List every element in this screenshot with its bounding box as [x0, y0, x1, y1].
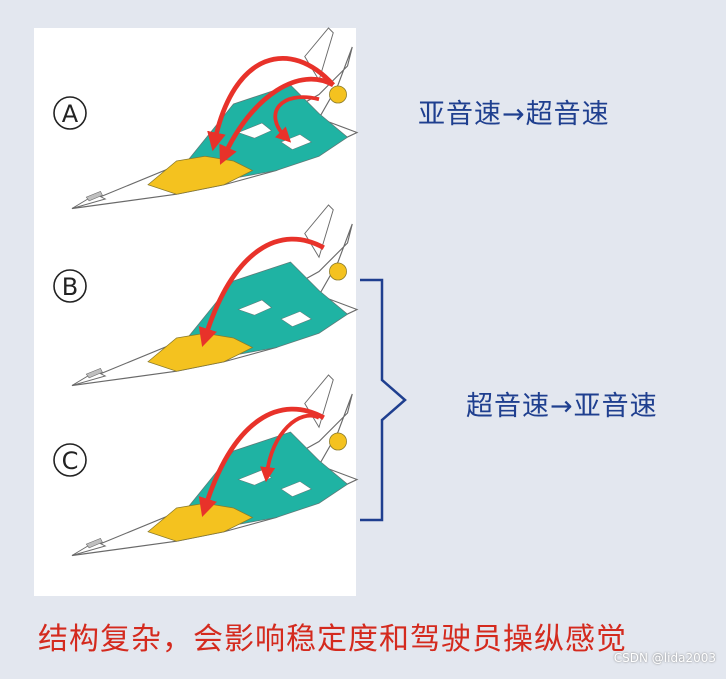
label-b-text: B — [62, 273, 78, 301]
transition-label-top: 亚音速→超音速 — [418, 99, 610, 130]
aircraft-c — [71, 374, 358, 557]
aircraft-a — [71, 27, 358, 210]
label-c: C — [53, 443, 87, 477]
label-a-text: A — [62, 100, 79, 128]
caption: 结构复杂，会影响稳定度和驾驶员操纵感觉 — [38, 622, 627, 657]
aircraft-b — [71, 204, 358, 387]
label-a: A — [53, 96, 87, 130]
label-c-text: C — [62, 447, 79, 475]
label-b: B — [53, 269, 87, 303]
transition-label-bottom: 超音速→亚音速 — [466, 391, 658, 422]
bracket — [360, 278, 407, 522]
watermark: CSDN @lida2003 — [613, 651, 716, 665]
